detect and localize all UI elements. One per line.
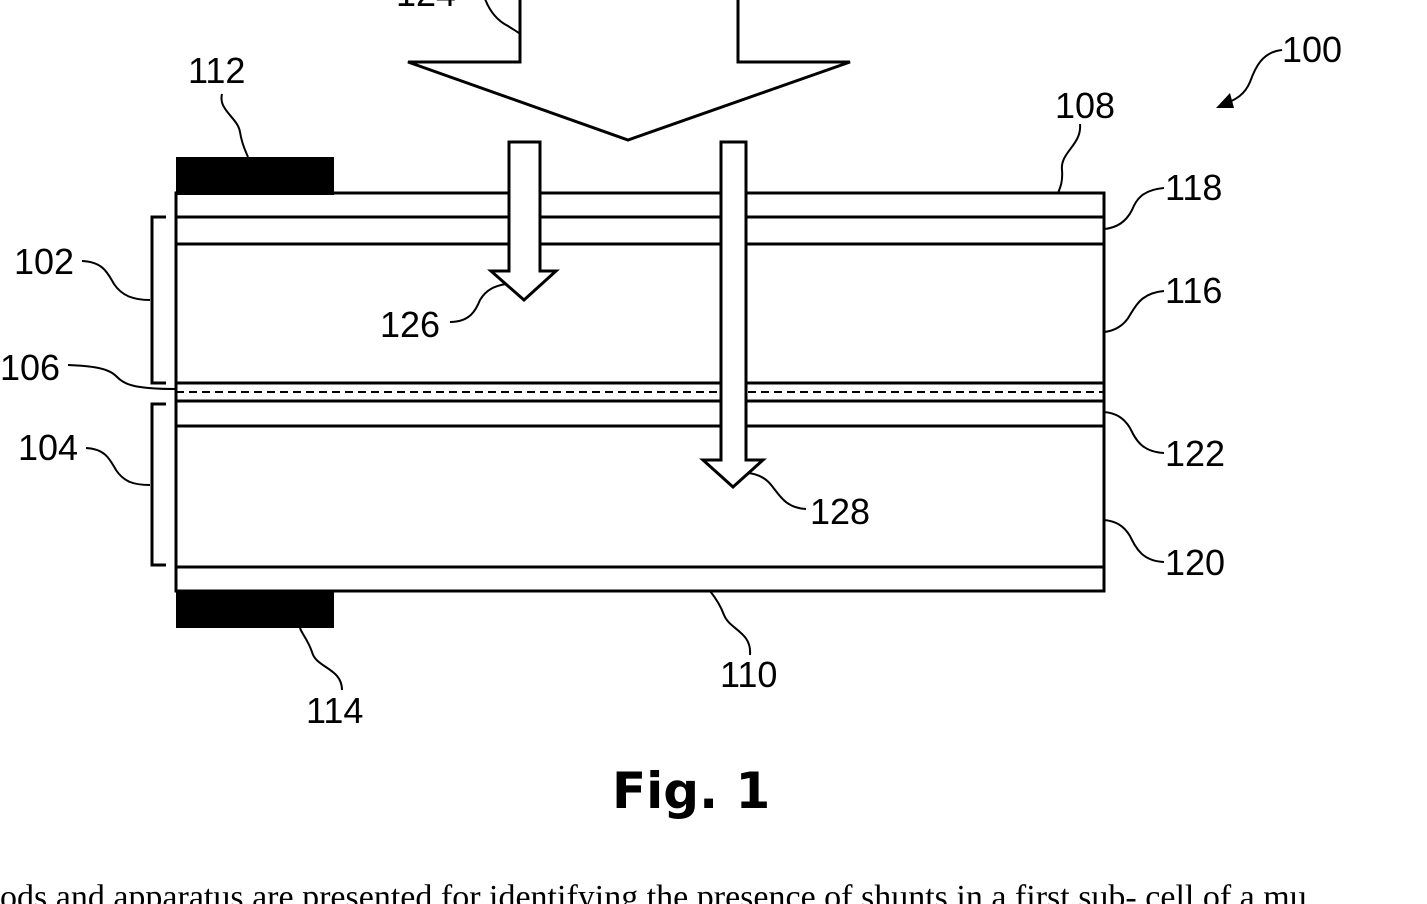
leader-102: [82, 261, 150, 300]
label-106: 106: [0, 347, 60, 388]
label-128: 128: [810, 491, 870, 532]
bracket-104: [152, 404, 166, 565]
label-122: 122: [1165, 433, 1225, 474]
abstract-text: ods and apparatus are presented for iden…: [0, 879, 1307, 904]
label-124: 124: [396, 0, 456, 14]
label-118: 118: [1165, 167, 1222, 208]
leader-114: [300, 628, 342, 690]
label-120: 120: [1165, 542, 1225, 583]
leader-112: [221, 94, 248, 157]
figure-caption: Fig. 1: [612, 762, 770, 820]
leader-100-arrowhead: [1216, 93, 1234, 108]
leader-118: [1104, 188, 1164, 229]
leader-108: [1058, 124, 1080, 193]
label-110: 110: [720, 654, 777, 695]
leader-120: [1104, 520, 1164, 562]
label-100: 100: [1282, 29, 1342, 70]
label-102: 102: [14, 241, 74, 282]
top-contact-112: [176, 157, 334, 195]
leader-106: [68, 365, 176, 389]
label-126: 126: [380, 304, 440, 345]
leader-126: [450, 284, 506, 322]
light-arrow-126: [491, 142, 556, 300]
label-116: 116: [1165, 270, 1222, 311]
label-108: 108: [1055, 85, 1115, 126]
leader-122: [1104, 412, 1164, 453]
label-112: 112: [188, 50, 245, 91]
leader-110: [710, 591, 750, 655]
leader-116: [1104, 291, 1164, 332]
bottom-contact-114: [176, 590, 334, 628]
leader-100: [1224, 50, 1282, 104]
bracket-102: [152, 217, 166, 383]
leader-104: [86, 448, 150, 485]
label-114: 114: [306, 690, 363, 731]
leader-128: [748, 473, 806, 509]
leader-124: [484, 0, 520, 34]
device-body: [176, 193, 1104, 591]
label-104: 104: [18, 427, 78, 468]
incident-light-arrow: [408, 0, 850, 140]
